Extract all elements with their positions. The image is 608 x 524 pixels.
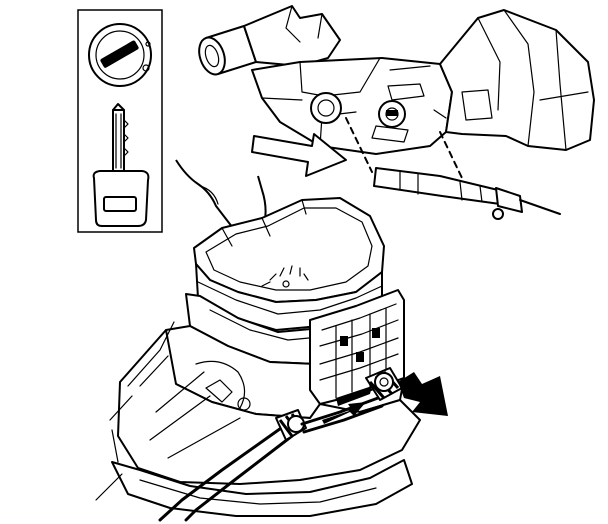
selector-cables: [158, 367, 403, 522]
steering-column-assembly: [198, 5, 595, 179]
cable-release-arrow: [398, 372, 448, 416]
ignition-lock-icon: [88, 23, 152, 87]
lock-release-cable: [373, 167, 561, 220]
ignition-key-icon: [92, 103, 150, 227]
cover-ticks: [261, 265, 309, 288]
column-lock-direction-arrow: [251, 133, 347, 177]
hand: [175, 159, 267, 233]
cable-detent-arrow: [322, 402, 366, 424]
inset-panel: [77, 9, 163, 233]
gear-selector-housing: [95, 197, 421, 517]
